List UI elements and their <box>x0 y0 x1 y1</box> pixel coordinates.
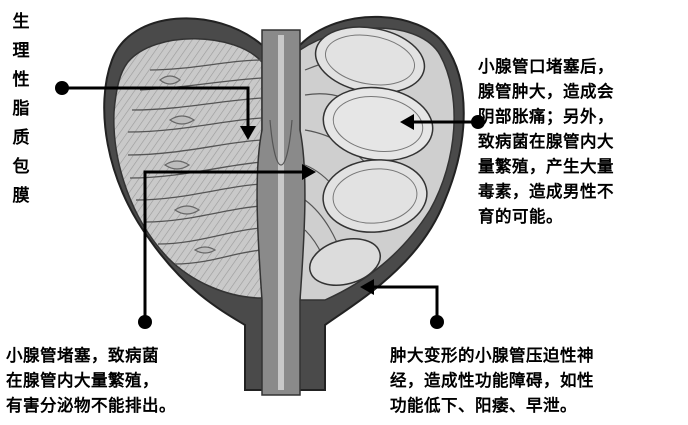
nerve-compression-annotation: 肿大变形的小腺管压迫性神 经，造成性功能障碍，如性 功能低下、阳痿、早泄。 <box>390 343 686 418</box>
leader-line-bottom-right <box>372 287 437 322</box>
leader-dot-bottom-left <box>138 315 152 329</box>
leader-dot-bottom-right <box>430 315 444 329</box>
duct-blockage-secretion-annotation: 小腺管堵塞，致病菌 在腺管内大量繁殖， 有害分泌物不能排出。 <box>6 343 256 418</box>
left-lobe <box>114 39 262 298</box>
leader-dot-left <box>55 81 69 95</box>
lipid-capsule-label: 生 理 性 脂 质 包 膜 <box>10 8 32 211</box>
duct-blockage-annotation: 小腺管口堵塞后， 腺管肿大，造成会 阴部胀痛；另外， 致病菌在腺管内大 量繁殖，… <box>478 54 684 229</box>
